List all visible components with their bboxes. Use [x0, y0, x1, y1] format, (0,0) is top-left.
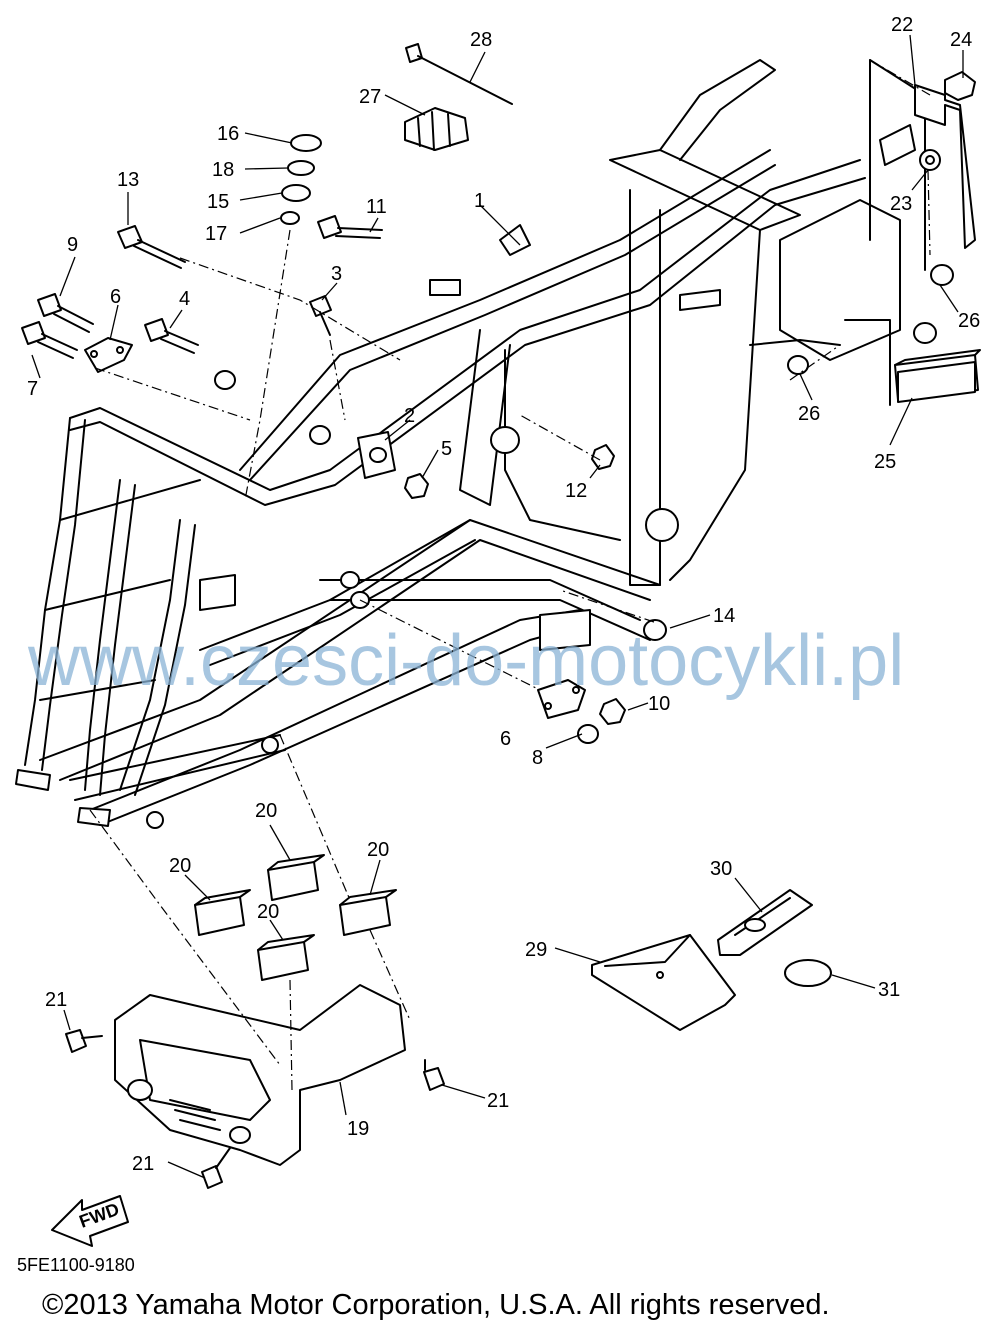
plate-part-6-upper — [84, 337, 133, 373]
callout-6-upper: 6 — [110, 286, 121, 308]
collar-part-14 — [643, 619, 667, 641]
callout-11: 11 — [366, 196, 387, 218]
callout-29: 29 — [525, 939, 547, 961]
pad-part-20-left — [194, 889, 251, 936]
callout-12: 12 — [565, 480, 587, 502]
nut-part-12 — [591, 444, 615, 470]
callout-26-right: 26 — [958, 310, 980, 332]
label-part-31 — [784, 959, 832, 987]
collar-part-8 — [577, 724, 599, 744]
callout-27: 27 — [359, 86, 381, 108]
callout-20-b: 20 — [169, 855, 191, 877]
callout-3: 3 — [331, 263, 342, 285]
bolt-part-3 — [309, 295, 332, 336]
callout-30: 30 — [710, 858, 732, 880]
nut-part-10 — [599, 698, 626, 725]
callout-1: 1 — [474, 190, 485, 212]
bolt-part-24 — [944, 71, 976, 101]
callout-2: 2 — [404, 405, 415, 427]
callout-21-right: 21 — [487, 1090, 509, 1112]
callout-22: 22 — [891, 14, 913, 36]
cap-part-26-upper — [930, 264, 954, 286]
nut-part-5 — [404, 473, 429, 499]
bolt-part-9 — [37, 293, 94, 333]
pad-part-20-middle — [257, 934, 315, 981]
callout-23: 23 — [890, 193, 912, 215]
plate-part-6-lower — [537, 679, 586, 719]
bolt-part-7 — [21, 321, 78, 359]
bolt-part-13 — [117, 225, 186, 269]
callout-16: 16 — [217, 123, 239, 145]
callout-13: 13 — [117, 169, 139, 191]
callout-5: 5 — [441, 438, 452, 460]
callout-24: 24 — [950, 29, 972, 51]
reference-lines — [89, 58, 931, 1091]
diagram-code: 5FE1100-9180 — [17, 1255, 135, 1275]
callout-10: 10 — [648, 693, 670, 715]
callout-6-lower: 6 — [500, 728, 511, 750]
skid-plate-part-19 — [114, 984, 406, 1166]
callout-18: 18 — [212, 159, 234, 181]
callout-20-c: 20 — [367, 839, 389, 861]
callout-4: 4 — [179, 288, 190, 310]
forward-direction-arrow-icon: FWD — [51, 1195, 129, 1247]
pad-part-20-upper — [267, 854, 325, 901]
callout-21-bottom: 21 — [132, 1153, 154, 1175]
main-frame-part-1 — [15, 59, 866, 829]
washer-stack-parts-15-18 — [280, 134, 322, 225]
callout-19: 19 — [347, 1118, 369, 1140]
callout-25: 25 — [874, 451, 896, 473]
copyright-notice: ©2013 Yamaha Motor Corporation, U.S.A. A… — [42, 1289, 830, 1321]
pad-part-20-right — [339, 889, 397, 936]
pad-part-25 — [897, 361, 976, 403]
callout-14: 14 — [713, 605, 735, 627]
callout-20-a: 20 — [255, 800, 277, 822]
cable-tie-part-28 — [405, 43, 513, 105]
callout-26-left: 26 — [798, 403, 820, 425]
cap-part-26-lower — [787, 322, 937, 375]
callout-21-left: 21 — [45, 989, 67, 1011]
bolt-part-4 — [144, 318, 199, 354]
callout-8: 8 — [532, 747, 543, 769]
tool-kit-part-30 — [717, 889, 813, 956]
leader-lines — [31, 34, 964, 1179]
callout-15: 15 — [207, 191, 229, 213]
bolt-part-21-bottom — [201, 1147, 231, 1189]
callout-labels: 1 2 3 4 5 6 7 8 9 10 11 12 13 14 15 16 1… — [27, 14, 980, 1175]
bolt-part-21-left — [65, 1029, 103, 1053]
callout-17: 17 — [205, 223, 227, 245]
callout-7: 7 — [27, 378, 38, 400]
grommet-part-23 — [919, 149, 941, 171]
bolt-part-21-right — [423, 1059, 445, 1091]
callout-28: 28 — [470, 29, 492, 51]
callout-9: 9 — [67, 234, 78, 256]
callout-31: 31 — [878, 979, 900, 1001]
manual-pouch-part-29 — [591, 934, 736, 1031]
plate-part-2 — [357, 431, 396, 479]
callout-20-d: 20 — [257, 901, 279, 923]
rear-bracket-assembly — [749, 59, 981, 406]
watermark-url: www.czesci-do-motocykli.pl — [27, 621, 904, 701]
clamp-part-27 — [404, 107, 469, 151]
bolt-part-11 — [317, 215, 383, 239]
